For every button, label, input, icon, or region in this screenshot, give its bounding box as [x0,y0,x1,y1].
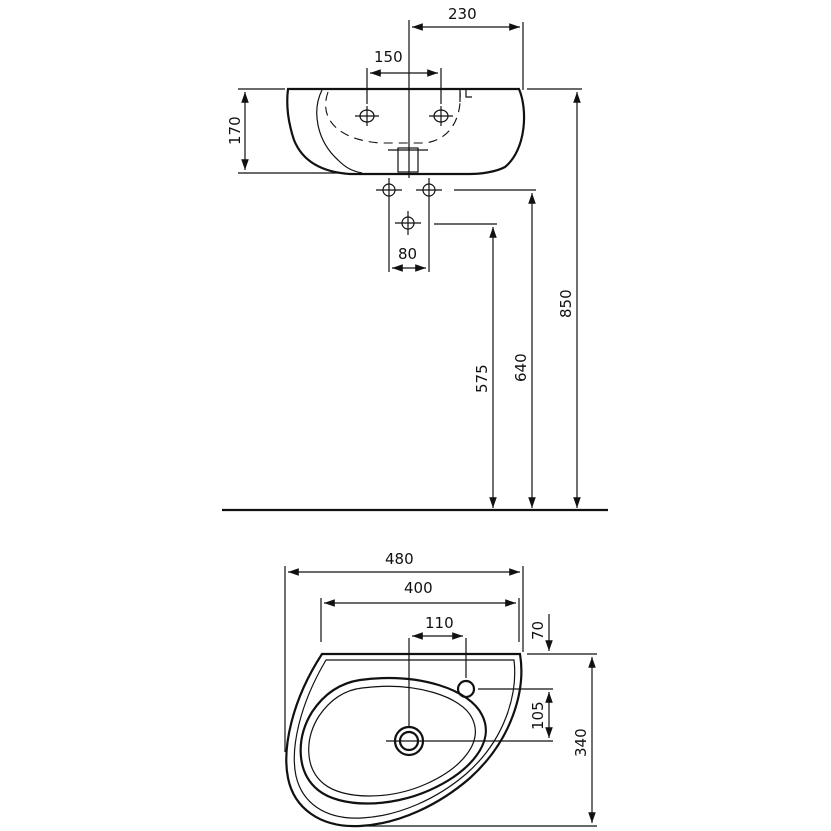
overflow-detail [459,89,472,102]
dim-text-480: 480 [385,550,414,568]
dim-text-850: 850 [557,289,575,318]
dim-text-105: 105 [529,701,547,730]
dim-text-150: 150 [374,48,403,66]
dim-text-575: 575 [473,364,491,393]
dim-text-80: 80 [398,245,417,263]
dim-text-340: 340 [572,728,590,757]
dim-text-640: 640 [512,353,530,382]
tap-hole-top [456,679,476,699]
basin-top-outline-inner [293,659,516,819]
bowl-outline-inner [308,685,476,797]
tap-hole-right [429,106,453,126]
drain-top [386,725,432,757]
basin-inner-dashed [325,91,461,144]
dim-text-170: 170 [226,116,244,145]
dim-text-70: 70 [529,621,547,640]
waste-pipe-hole [395,211,421,235]
fixing-hole-left [376,178,402,202]
dim-text-110: 110 [425,614,454,632]
basin-side-outline [286,87,526,176]
waste-outlet [397,147,419,173]
side-view: 230 150 170 80 575 640 850 [222,5,608,512]
dim-text-400: 400 [404,579,433,597]
top-view: 480 400 110 70 105 340 [284,550,597,828]
bowl-outline-outer [299,676,487,805]
dim-text-230: 230 [448,5,477,23]
tap-hole-left [355,106,379,126]
fixing-hole-right [416,178,442,202]
basin-rim-inner-line [316,89,363,174]
basin-top-outline-outer [285,652,523,828]
